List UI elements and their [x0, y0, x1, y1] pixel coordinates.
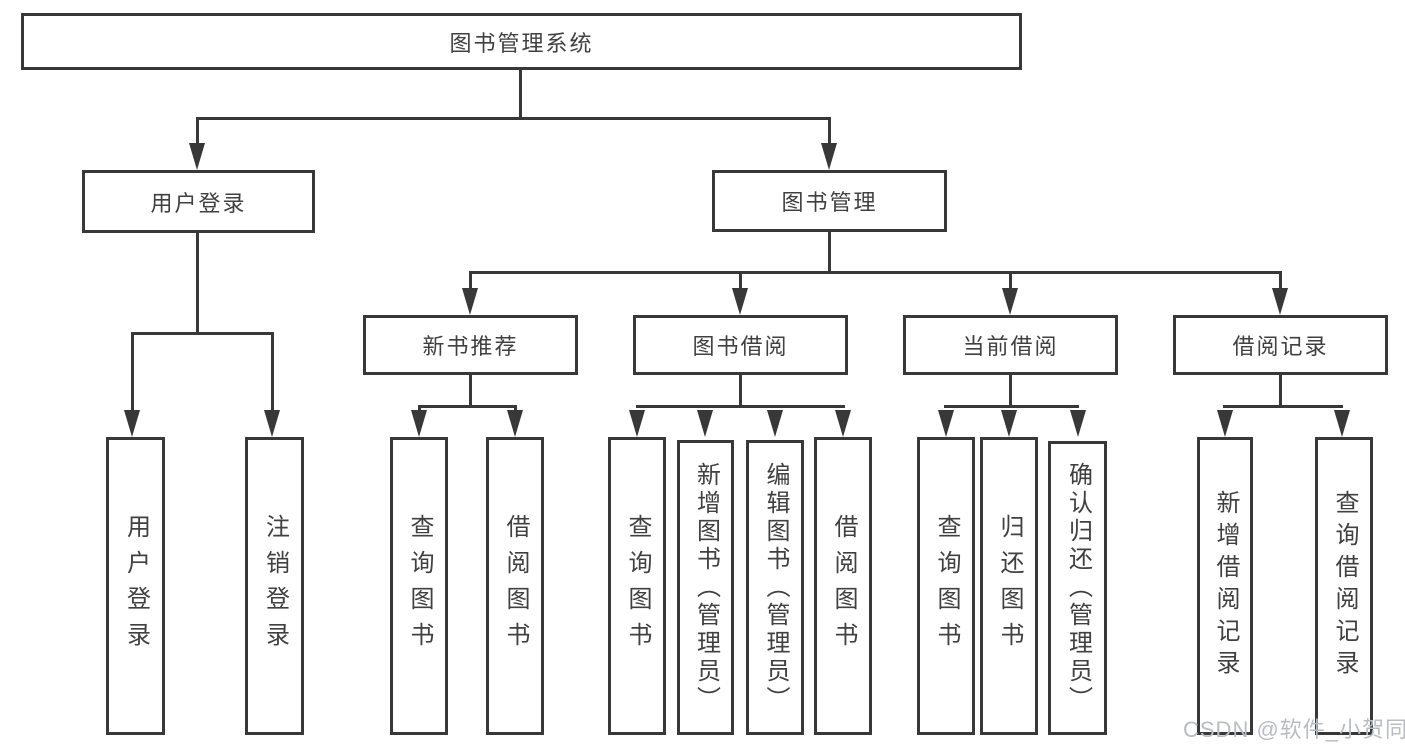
connector-line [271, 332, 274, 420]
connector-line [196, 117, 830, 120]
arrowhead-icon [767, 410, 783, 437]
node-new-book-recommend-label: 新书推荐 [422, 334, 519, 359]
arrowhead-icon [938, 410, 954, 437]
arrowhead-icon [1334, 410, 1350, 437]
leaf-add-books-admin-label: 新增图书（管理员） [692, 461, 720, 714]
leaf-add-borrow-record: 新增借阅记录 [1197, 437, 1253, 735]
leaf-logout: 注销登录 [245, 437, 304, 735]
arrowhead-icon [821, 143, 837, 170]
arrowhead-icon [732, 288, 748, 315]
leaf-user-login-label: 用户登录 [122, 514, 150, 658]
leaf-return-books-label: 归还图书 [996, 514, 1023, 658]
leaf-query-books-recommend-label: 查询图书 [406, 514, 433, 658]
connector-line [1279, 271, 1282, 299]
connector-line [196, 117, 199, 152]
leaf-borrow-books-borrowing-label: 借阅图书 [830, 514, 857, 658]
arrowhead-icon [189, 143, 205, 170]
leaf-logout-label: 注销登录 [261, 514, 289, 658]
connector-line [1009, 375, 1012, 407]
connector-line [469, 271, 1282, 274]
node-book-management-label: 图书管理 [781, 190, 878, 215]
watermark: CSDN @软件_小贺同学 [1183, 717, 1405, 742]
leaf-borrow-books-recommend-label: 借阅图书 [502, 514, 529, 658]
arrowhead-icon [1070, 410, 1086, 437]
leaf-query-books-current: 查询图书 [917, 437, 975, 735]
node-new-book-recommend: 新书推荐 [363, 315, 578, 375]
leaf-query-books-borrowing-label: 查询图书 [624, 514, 651, 658]
arrowhead-icon [411, 410, 427, 437]
node-user-login: 用户登录 [82, 170, 315, 233]
node-current-borrowing: 当前借阅 [903, 315, 1118, 375]
arrowhead-icon [462, 288, 478, 315]
node-root-label: 图书管理系统 [449, 30, 594, 56]
leaf-query-books-recommend: 查询图书 [390, 437, 448, 735]
leaf-query-books-borrowing: 查询图书 [608, 437, 666, 735]
node-user-login-label: 用户登录 [150, 190, 247, 216]
arrowhead-icon [629, 410, 645, 437]
connector-line [418, 405, 517, 408]
connector-line [739, 271, 742, 299]
connector-line [944, 405, 1079, 408]
leaf-query-books-current-label: 查询图书 [933, 514, 960, 658]
node-book-borrowing: 图书借阅 [633, 315, 848, 375]
arrowhead-icon [124, 410, 140, 437]
arrowhead-icon [264, 410, 280, 437]
node-borrowing-records-label: 借阅记录 [1232, 334, 1329, 359]
connector-line [196, 233, 199, 334]
connector-line [739, 375, 742, 407]
connector-line [1009, 271, 1012, 299]
leaf-borrow-books-borrowing: 借阅图书 [814, 437, 872, 735]
leaf-edit-books-admin-label: 编辑图书（管理员） [762, 461, 789, 714]
node-book-management: 图书管理 [712, 170, 947, 232]
connector-line [1223, 405, 1343, 408]
connector-line [636, 405, 845, 408]
leaf-confirm-return-admin-label: 确认归还（管理员） [1064, 462, 1092, 714]
connector-line [519, 68, 522, 119]
arrowhead-icon [507, 410, 523, 437]
connector-line [469, 375, 472, 407]
leaf-add-borrow-record-label: 新增借阅记录 [1212, 490, 1239, 682]
node-book-borrowing-label: 图书借阅 [692, 334, 789, 359]
leaf-confirm-return-admin: 确认归还（管理员） [1048, 441, 1107, 735]
connector-line [828, 232, 831, 273]
leaf-query-borrow-record-label: 查询借阅记录 [1331, 490, 1358, 682]
arrowhead-icon [1272, 288, 1288, 315]
connector-line [1279, 375, 1282, 407]
connector-line [469, 271, 472, 299]
connector-line [131, 332, 134, 420]
leaf-add-books-admin: 新增图书（管理员） [677, 440, 734, 735]
leaf-user-login: 用户登录 [106, 437, 165, 735]
arrowhead-icon [835, 410, 851, 437]
arrowhead-icon [1217, 410, 1233, 437]
node-root: 图书管理系统 [21, 13, 1022, 70]
leaf-borrow-books-recommend: 借阅图书 [486, 437, 544, 735]
arrowhead-icon [697, 410, 713, 437]
leaf-return-books: 归还图书 [980, 437, 1038, 735]
leaf-edit-books-admin: 编辑图书（管理员） [746, 440, 804, 735]
leaf-query-borrow-record: 查询借阅记录 [1315, 437, 1373, 735]
node-borrowing-records: 借阅记录 [1173, 315, 1388, 375]
node-current-borrowing-label: 当前借阅 [962, 334, 1059, 359]
connector-line [131, 332, 274, 335]
arrowhead-icon [1001, 410, 1017, 437]
arrowhead-icon [1002, 288, 1018, 315]
connector-line [828, 117, 831, 152]
